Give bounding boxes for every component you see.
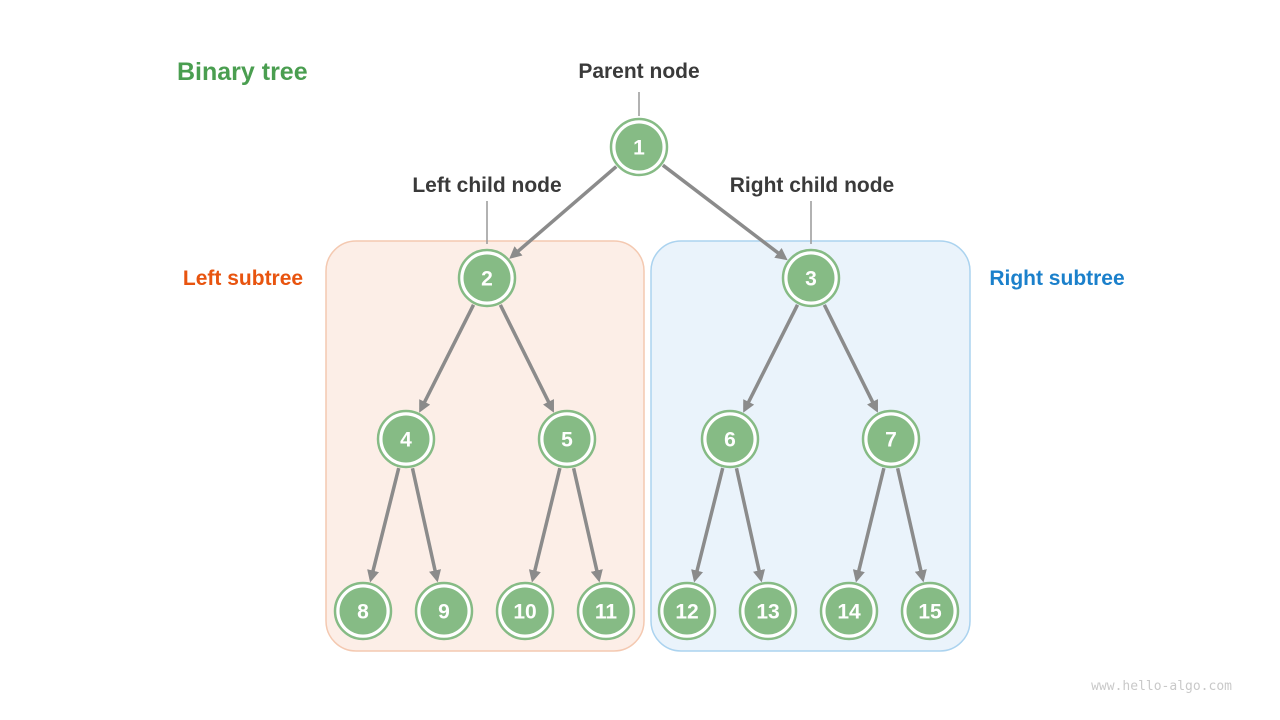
- tree-node-10: 10: [495, 581, 555, 641]
- right-subtree-label: Right subtree: [989, 267, 1125, 290]
- tree-node-value-10: 10: [513, 601, 536, 624]
- tree-edge-4-8: [367, 467, 401, 583]
- tree-node-8: 8: [333, 581, 393, 641]
- tree-node-15: 15: [900, 581, 960, 641]
- tree-edge-1-2: [509, 165, 618, 259]
- tree-edge-2-5: [498, 304, 554, 413]
- tree-node-2: 2: [457, 248, 517, 308]
- tree-node-value-7: 7: [885, 429, 897, 452]
- tree-node-3: 3: [781, 248, 841, 308]
- tree-node-value-14: 14: [837, 601, 861, 624]
- parent-node-label: Parent node: [578, 60, 700, 83]
- tree-node-disc-14: [825, 587, 873, 635]
- tree-edge-7-15: [895, 467, 927, 583]
- tree-edge-3-7: [822, 304, 878, 413]
- tree-node-disc-2: [463, 254, 511, 302]
- tree-node-5: 5: [537, 409, 597, 469]
- tree-node-9: 9: [414, 581, 474, 641]
- tree-edge-3-6: [743, 304, 800, 413]
- tree-edge-1-3: [661, 163, 788, 261]
- left-subtree-box: [325, 240, 645, 652]
- tree-edge-7-14: [852, 467, 886, 583]
- tree-node-7: 7: [861, 409, 921, 469]
- left-subtree-label: Left subtree: [182, 267, 304, 290]
- tree-node-value-8: 8: [357, 601, 369, 624]
- tree-node-value-4: 4: [400, 429, 412, 452]
- left-child-node-label: Left child node: [412, 174, 562, 197]
- right-child-node-label: Right child node: [729, 174, 895, 197]
- tree-node-value-2: 2: [481, 268, 493, 291]
- tree-edge-5-10: [528, 467, 562, 583]
- tree-node-disc-1: [615, 123, 663, 171]
- tree-node-disc-13: [744, 587, 792, 635]
- tree-node-disc-15: [906, 587, 954, 635]
- tree-node-disc-10: [501, 587, 549, 635]
- tree-node-value-5: 5: [561, 429, 573, 452]
- tree-node-value-1: 1: [633, 137, 645, 160]
- tree-node-disc-8: [339, 587, 387, 635]
- tree-node-value-3: 3: [805, 268, 817, 291]
- tree-node-disc-11: [582, 587, 630, 635]
- tree-node-11: 11: [576, 581, 636, 641]
- tree-node-value-9: 9: [438, 601, 450, 624]
- tree-node-13: 13: [738, 581, 798, 641]
- tree-node-disc-6: [706, 415, 754, 463]
- tree-node-disc-5: [543, 415, 591, 463]
- tree-node-6: 6: [700, 409, 760, 469]
- tree-node-14: 14: [819, 581, 879, 641]
- tree-node-disc-9: [420, 587, 468, 635]
- tree-node-12: 12: [657, 581, 717, 641]
- tree-edge-4-9: [410, 467, 442, 583]
- tree-edge-6-13: [734, 467, 766, 583]
- tree-node-value-13: 13: [756, 601, 779, 624]
- watermark: www.hello-algo.com: [1091, 679, 1232, 694]
- tree-node-1: 1: [609, 117, 669, 177]
- tree-node-value-12: 12: [675, 601, 698, 624]
- figure-title: Binary tree: [177, 58, 308, 86]
- tree-edge-6-12: [691, 467, 725, 583]
- tree-node-4: 4: [376, 409, 436, 469]
- tree-node-disc-7: [867, 415, 915, 463]
- tree-node-value-15: 15: [918, 601, 942, 624]
- tree-node-value-6: 6: [724, 429, 736, 452]
- tree-node-disc-3: [787, 254, 835, 302]
- tree-node-disc-4: [382, 415, 430, 463]
- tree-node-disc-12: [663, 587, 711, 635]
- tree-edge-2-4: [419, 304, 476, 413]
- tree-node-value-11: 11: [595, 601, 618, 624]
- tree-edge-5-11: [571, 467, 603, 583]
